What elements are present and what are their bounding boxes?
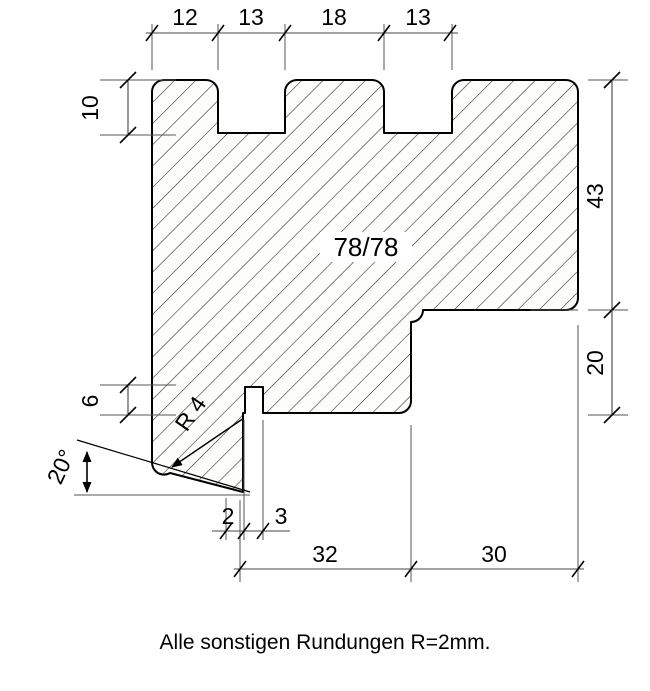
part-outline [150,79,579,493]
dim-left-6: 6 [77,395,103,408]
part-cross-section [150,79,579,493]
dim-angle-20deg: 20° [42,445,80,488]
dim-right-43: 43 [582,183,608,209]
dim-top-13b: 13 [405,4,431,30]
dim-top-18: 18 [321,4,347,30]
radius-leader [171,417,245,468]
dimension-labels: 12 13 18 13 10 6 43 20 32 30 2 3 R 4 20°… [42,4,608,567]
dim-bottom-30: 30 [481,541,507,567]
dim-left-10: 10 [77,95,103,121]
dim-top-13a: 13 [238,4,264,30]
dim-right-20: 20 [582,350,608,376]
part-label-backdrop [320,232,412,262]
drawing-caption: Alle sonstigen Rundungen R=2mm. [159,631,491,654]
angle-annotation [76,439,251,493]
part-label-78-78: 78/78 [333,232,398,262]
dim-bottom-32: 32 [312,541,338,567]
dimension-lines [119,24,621,578]
dim-bottom-3: 3 [275,503,288,529]
dim-top-12: 12 [172,4,198,30]
dim-bottom-2: 2 [222,503,235,529]
